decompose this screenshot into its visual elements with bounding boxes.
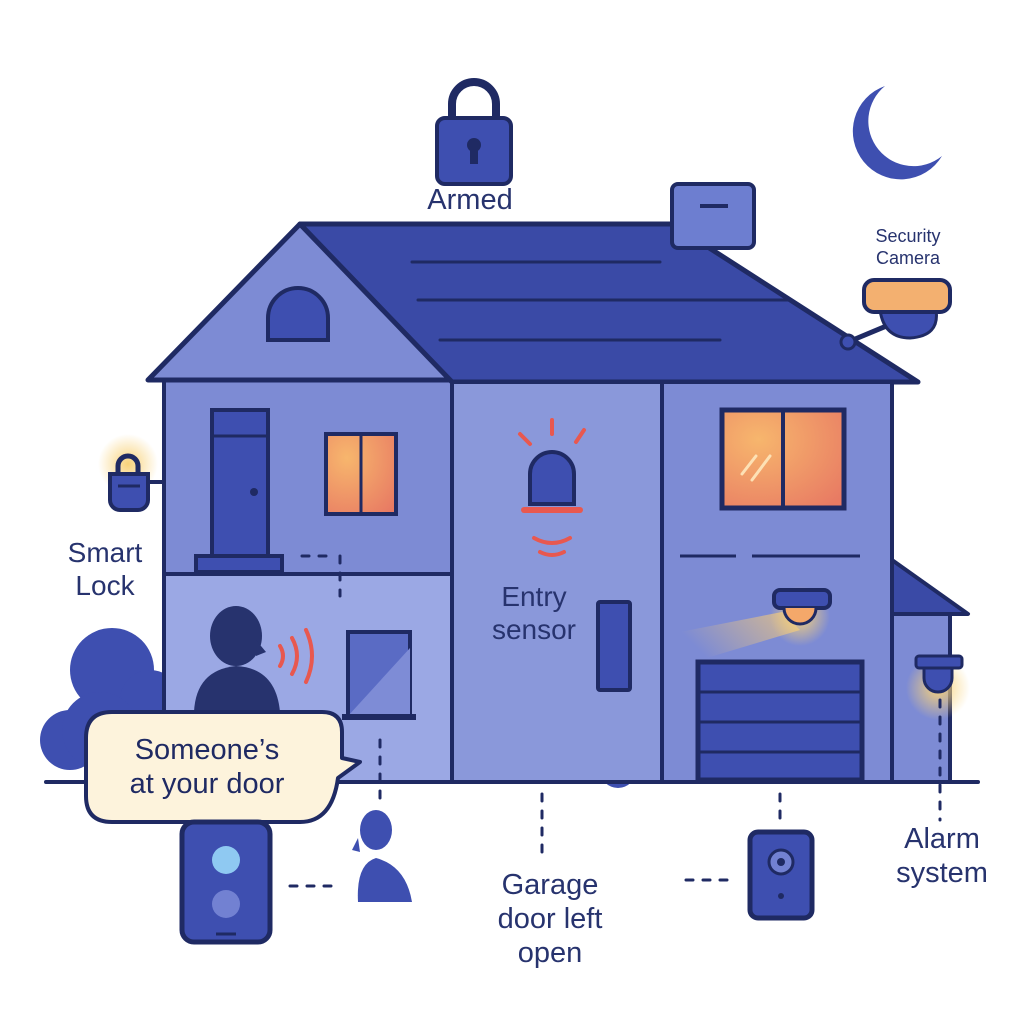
entry-sensor-device <box>596 600 632 692</box>
connector-lines <box>288 554 942 888</box>
alarm-light-icon <box>914 654 964 694</box>
notification-text-line2: at your door <box>129 768 285 801</box>
padlock-icon <box>435 78 513 186</box>
moon-icon <box>852 86 942 180</box>
siren-icon <box>518 418 586 557</box>
garage-light-icon <box>772 588 832 626</box>
sound-waves-icon <box>278 628 314 684</box>
attic-window <box>266 286 330 342</box>
security-camera-icon <box>839 278 952 351</box>
alarm-system-label-line1: Alarm <box>904 823 980 855</box>
annex-roof <box>890 558 970 616</box>
alarm-system-label-line2: system <box>896 857 988 890</box>
security-camera-label: Security Camera <box>858 226 958 269</box>
smart-lock-label-line2: Lock <box>75 570 135 602</box>
visitor-silhouette-icon <box>352 810 412 902</box>
smart-lock-icon <box>108 453 150 512</box>
doorbell-icon <box>179 819 273 945</box>
person-icon <box>194 606 280 712</box>
alarm-system-label: Alarm system <box>874 822 1010 890</box>
smart-lock-label: Smart Lock <box>50 536 160 602</box>
house-left-wall-upper <box>162 378 454 576</box>
garage-label-line3: open <box>517 937 583 970</box>
security-camera-label-line1: Security <box>875 226 941 246</box>
upper-door <box>210 408 270 558</box>
garage-label-line1: Garage <box>501 869 599 901</box>
armed-label: Armed <box>427 184 513 216</box>
smart-lock-label-line1: Smart <box>67 537 143 568</box>
garage-label-line2: door left <box>497 903 603 936</box>
entry-sensor-label-line2: sensor <box>491 614 577 646</box>
garage-label: Garage door left open <box>470 868 630 971</box>
notification-text-line1: Someone’s <box>134 734 280 766</box>
entry-sensor-label-line1: Entry <box>501 581 567 612</box>
chimney <box>670 182 756 250</box>
notification-text: Someone’s at your door <box>92 733 322 801</box>
notification-bubble <box>84 710 362 824</box>
entry-sensor-label: Entry sensor <box>470 580 598 646</box>
security-camera-label-line2: Camera <box>875 247 941 268</box>
camera-device-icon <box>747 829 815 921</box>
